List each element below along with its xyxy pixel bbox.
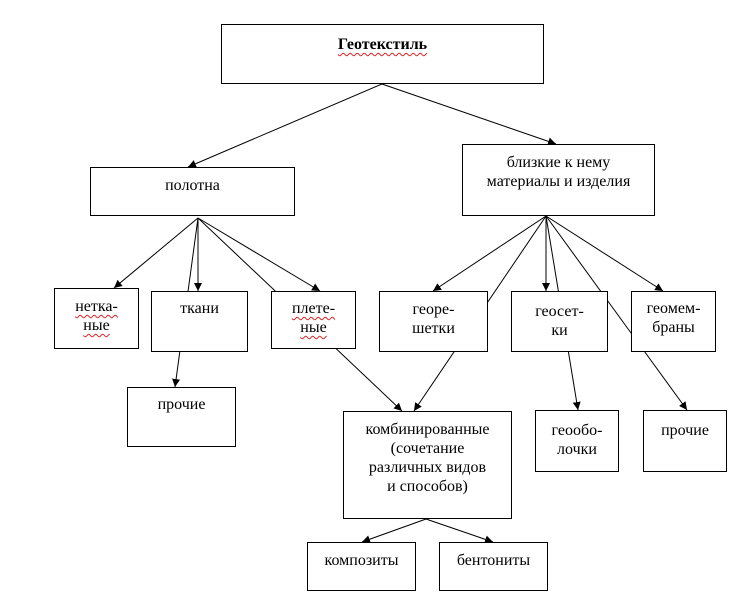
edge-combined-to-bentonites — [425, 518, 494, 544]
node-braided: плете- ные — [271, 291, 356, 349]
node-other-fabrics-label: прочие — [157, 396, 206, 413]
node-combined-line-4: и способов) — [387, 478, 468, 495]
edge-related-to-geomembranes — [545, 215, 664, 292]
node-geomembranes-line-1: геомем- — [646, 300, 701, 317]
edge-fabrics-to-nonwoven — [113, 217, 199, 289]
node-nonwoven-line-2: ные — [83, 317, 110, 334]
node-combined: комбинированные (сочетание различных вид… — [343, 411, 512, 519]
node-woven: ткани — [151, 291, 248, 352]
node-geoshells-line-2: лочки — [557, 441, 597, 458]
node-combined-line-2: (сочетание — [390, 440, 465, 457]
node-nonwoven-line-1: нетка- — [75, 298, 118, 315]
edge-root-to-related — [381, 83, 557, 146]
node-geoshells-line-1: геообо- — [551, 422, 603, 439]
node-related-line-1: близкие к нему — [506, 154, 611, 171]
node-related: близкие к нему материалы и изделия — [462, 144, 655, 216]
edge-root-to-fabrics — [187, 83, 383, 168]
node-other-fabrics: прочие — [127, 387, 236, 447]
node-nonwoven: нетка- ные — [54, 288, 139, 349]
node-composites: композиты — [307, 542, 416, 591]
edge-related-to-other_related — [545, 215, 688, 411]
node-related-line-2: материалы и изделия — [486, 173, 631, 190]
edge-fabrics-to-braided — [197, 217, 321, 292]
node-geogrids-line-2: шетки — [412, 320, 455, 337]
node-geoshells: геообо- лочки — [535, 410, 619, 472]
node-fabrics-label: полотна — [165, 177, 220, 194]
node-braided-line-2: ные — [300, 319, 327, 336]
edge-combined-to-composites — [361, 518, 427, 544]
node-fabrics: полотна — [90, 167, 295, 216]
node-combined-line-1: комбинированные — [365, 421, 490, 438]
node-bentonites: бентониты — [439, 542, 548, 591]
node-root-label: Геотекстиль — [337, 36, 428, 53]
node-other-related: прочие — [643, 410, 727, 472]
node-geomembranes: геомем- браны — [631, 291, 716, 352]
node-geonets-line-1: геосет- — [535, 303, 584, 320]
node-combined-line-3: различных видов — [368, 459, 487, 476]
node-bentonites-label: бентониты — [456, 552, 531, 569]
edge-related-to-geogrids — [432, 215, 547, 292]
node-composites-label: композиты — [324, 552, 399, 569]
node-geogrids-line-1: георе- — [412, 301, 455, 318]
node-geomembranes-line-2: браны — [652, 319, 695, 336]
node-braided-line-1: плете- — [291, 300, 336, 317]
node-other-related-label: прочие — [661, 422, 709, 439]
node-root: Геотекстиль — [221, 24, 544, 84]
node-woven-label: ткани — [180, 300, 219, 317]
node-geonets: геосет- ки — [511, 291, 608, 352]
node-geonets-line-2: ки — [551, 322, 568, 339]
node-geogrids: георе- шетки — [379, 291, 488, 352]
